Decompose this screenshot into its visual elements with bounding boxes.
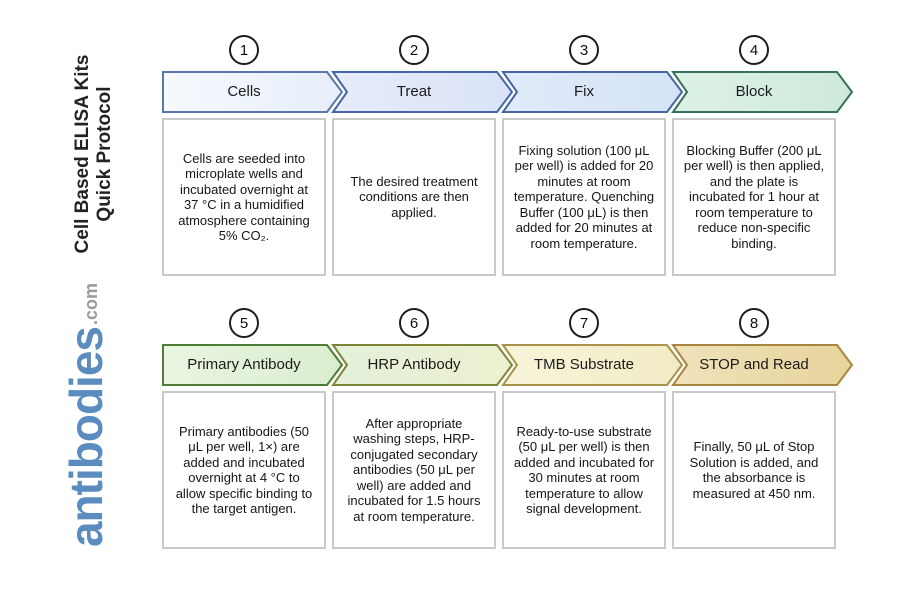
step-description-text: Primary antibodies (50 μL per well, 1×) … (175, 423, 313, 517)
step-number: 6 (409, 314, 419, 332)
step-description: Primary antibodies (50 μL per well, 1×) … (162, 391, 326, 549)
step-label: Cells (227, 83, 261, 100)
step-arrow-treat: Treat (331, 71, 514, 113)
step-column-7: 7 TMB Substrate Ready-to-use substrate (… (501, 308, 684, 549)
step-number: 2 (409, 41, 419, 59)
brand-name: antibodies (60, 327, 112, 548)
step-arrow-stop-and-read: STOP and Read (671, 344, 854, 386)
step-description-text: The desired treatment conditions are the… (350, 173, 478, 220)
step-description-text: Ready-to-use substrate (50 μL per well) … (513, 423, 655, 517)
step-number: 8 (749, 314, 759, 332)
step-description: After appropriate washing steps, HRP-con… (332, 391, 496, 549)
step-number-badge: 7 (569, 308, 599, 338)
step-number-badge: 1 (229, 35, 259, 65)
step-arrow-primary-antibody: Primary Antibody (162, 344, 344, 386)
step-description: Fixing solution (100 μL per well) is add… (502, 118, 666, 276)
arrow-shape (162, 344, 344, 386)
step-description-text: After appropriate washing steps, HRP-con… (347, 415, 481, 524)
step-description: Cells are seeded into microplate wells a… (162, 118, 326, 276)
step-description-text: Fixing solution (100 μL per well) is add… (513, 142, 655, 251)
step-description: The desired treatment conditions are the… (332, 118, 496, 276)
step-number-badge: 6 (399, 308, 429, 338)
steps-row-2: 5 Primary Antibody Primary antibodies (5… (162, 308, 854, 549)
step-column-1: 1 Cells Cells are seeded into microplate… (162, 35, 344, 276)
step-column-3: 3 Fix Fixing solution (100 μL per well) … (501, 35, 684, 276)
step-arrow-hrp-antibody: HRP Antibody (331, 344, 514, 386)
step-number: 4 (749, 41, 759, 59)
figure-title: Cell Based ELISA Kits Quick Protocol (72, 44, 118, 264)
step-label: Block (735, 83, 773, 100)
arrow-shape (671, 71, 854, 113)
step-column-5: 5 Primary Antibody Primary antibodies (5… (162, 308, 344, 549)
arrow-shape (331, 344, 514, 386)
step-description: Finally, 50 μL of Stop Solution is added… (672, 391, 836, 549)
step-number-badge: 8 (739, 308, 769, 338)
arrow-shape (501, 344, 684, 386)
step-column-4: 4 Block Blocking Buffer (200 μL per well… (671, 35, 854, 276)
step-number-badge: 5 (229, 308, 259, 338)
step-description: Ready-to-use substrate (50 μL per well) … (502, 391, 666, 549)
step-number: 7 (579, 314, 589, 332)
figure-title-line1: Cell Based ELISA Kits (72, 54, 93, 254)
step-arrow-cells: Cells (162, 71, 344, 113)
arrow-shape (331, 71, 514, 113)
step-arrow-block: Block (671, 71, 854, 113)
brand-suffix: .com (81, 282, 101, 325)
step-number: 3 (579, 41, 589, 59)
step-column-2: 2 Treat The desired treatment conditions… (331, 35, 514, 276)
step-column-8: 8 STOP and Read Finally, 50 μL of Stop S… (671, 308, 854, 549)
step-number: 1 (239, 41, 249, 59)
brand-logo: antibodies.com (56, 270, 116, 560)
step-arrow-tmb-substrate: TMB Substrate (501, 344, 684, 386)
arrow-shape (162, 71, 344, 113)
step-description: Blocking Buffer (200 μL per well) is the… (672, 118, 836, 276)
step-arrow-fix: Fix (501, 71, 684, 113)
figure-title-line2: Quick Protocol (94, 86, 115, 222)
step-description-text: Blocking Buffer (200 μL per well) is the… (683, 142, 825, 251)
step-description-text: Cells are seeded into microplate wells a… (178, 150, 310, 244)
steps-row-1: 1 Cells Cells are seeded into microplate… (162, 35, 854, 276)
step-label: HRP Antibody (367, 356, 461, 373)
step-label: TMB Substrate (533, 356, 635, 373)
protocol-steps: 1 Cells Cells are seeded into microplate… (162, 35, 854, 549)
arrow-shape (501, 71, 684, 113)
step-number: 5 (239, 314, 249, 332)
step-label: Fix (574, 83, 594, 100)
step-label: Primary Antibody (187, 356, 301, 373)
step-number-badge: 4 (739, 35, 769, 65)
step-number-badge: 2 (399, 35, 429, 65)
step-label: STOP and Read (699, 356, 809, 373)
step-column-6: 6 HRP Antibody After appropriate washing… (331, 308, 514, 549)
step-description-text: Finally, 50 μL of Stop Solution is added… (689, 439, 819, 501)
arrow-shape (671, 344, 854, 386)
step-label: Treat (396, 83, 432, 100)
step-number-badge: 3 (569, 35, 599, 65)
